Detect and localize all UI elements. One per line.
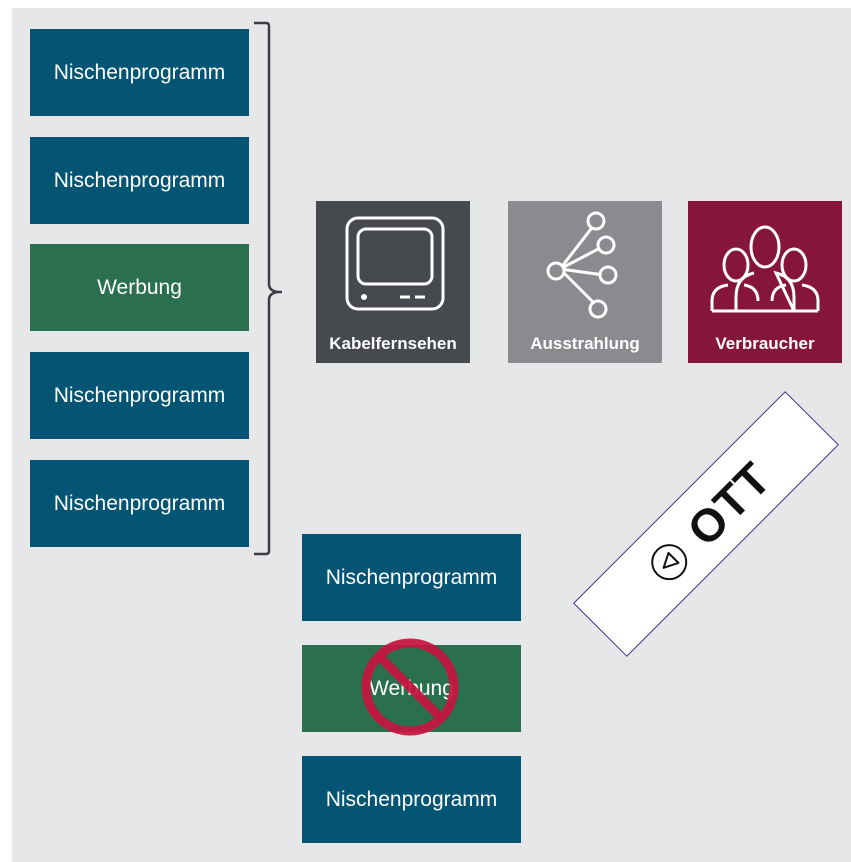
program-block-3: Nischenprogramm xyxy=(30,352,249,439)
ad-block: Werbung xyxy=(30,244,249,331)
ott-banner: OTT xyxy=(573,391,839,657)
tile-label: Ausstrahlung xyxy=(530,334,640,353)
tile-label: Kabelfernsehen xyxy=(329,334,457,353)
tv-icon xyxy=(345,216,445,311)
tile-ausstrahlung: Ausstrahlung xyxy=(508,201,662,363)
grouping-bracket xyxy=(254,21,282,556)
tile-label: Verbraucher xyxy=(715,334,815,353)
program-block-1: Nischenprogramm xyxy=(30,29,249,116)
tile-verbraucher: Verbraucher xyxy=(688,201,842,363)
program-block-4: Nischenprogramm xyxy=(30,460,249,547)
ott-label: OTT xyxy=(677,451,781,556)
broadcast-network-icon xyxy=(546,211,618,319)
tile-kabelfernsehen: Kabelfernsehen xyxy=(316,201,470,363)
diagram-canvas: Nischenprogramm Nischenprogramm Werbung … xyxy=(12,8,851,862)
ott-program-block-2: Nischenprogramm xyxy=(302,756,521,843)
play-triangle-icon xyxy=(651,544,688,581)
program-block-2: Nischenprogramm xyxy=(30,137,249,224)
consumers-icon xyxy=(710,225,820,313)
no-sign-icon xyxy=(361,638,459,736)
ott-program-block-1: Nischenprogramm xyxy=(302,534,521,621)
